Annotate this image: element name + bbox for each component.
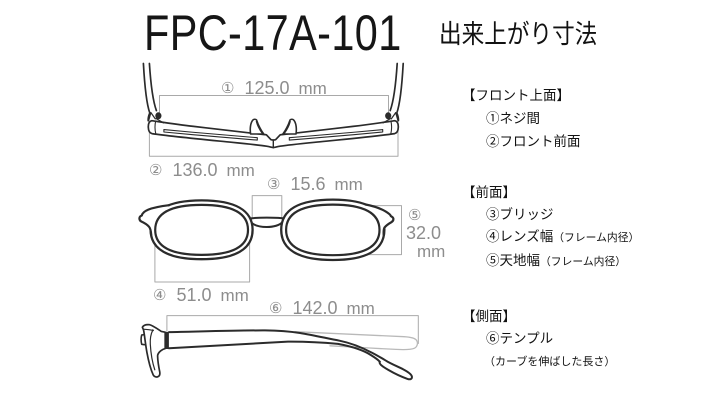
circled-number-4: ④ xyxy=(153,287,167,304)
legend-item-bridge: ③ブリッジ xyxy=(486,207,554,222)
measurement-value-5: 32.0 xyxy=(406,223,442,243)
bridge-top-line xyxy=(246,216,288,220)
legend-heading-side: 【側面】 xyxy=(462,308,516,324)
measurement-unit-2: mm xyxy=(226,161,255,180)
dimension-box-bridge xyxy=(251,195,283,220)
measurement-label-bridge: ③ 15.6 mm xyxy=(267,175,363,195)
measurement-unit-5: mm xyxy=(417,242,446,261)
legend-item-label: ネジ間 xyxy=(499,110,541,126)
dimension-box-temple-length xyxy=(166,315,419,344)
side-nose-pad xyxy=(140,333,146,346)
circled-number-2: ② xyxy=(149,162,163,179)
left-end-piece-fill xyxy=(139,205,169,235)
measurement-label-front-width: ② 136.0 mm xyxy=(149,161,255,181)
top-bar-right-slot xyxy=(288,129,384,141)
right-nose-pad-fin-inner xyxy=(283,120,291,135)
measurement-unit-3: mm xyxy=(334,175,363,194)
measurement-unit-4: mm xyxy=(220,286,249,305)
legend-heading-front: 【前面】 xyxy=(462,184,516,200)
measurement-value-1: 125.0 xyxy=(244,78,290,98)
circled-number-3: ③ xyxy=(267,176,281,193)
measurement-label-temple-length: ⑥ 142.0 mm xyxy=(269,299,375,319)
circled-number-5: ⑤ xyxy=(408,207,422,224)
legend-circled-number-1: ① xyxy=(486,110,500,126)
page-title: FPC-17A-101 xyxy=(144,5,402,61)
top-right-temple xyxy=(389,62,405,122)
top-left-temple xyxy=(142,62,158,122)
circled-number-1: ① xyxy=(221,80,235,97)
measurement-unit-1: mm xyxy=(298,79,327,98)
legend-item-temple: ⑥テンプル xyxy=(486,331,553,346)
legend-item-label: 天地幅 xyxy=(499,252,541,268)
legend-footnote-temple: （カーブを伸ばした長さ） xyxy=(484,355,616,368)
legend-circled-number-4: ④ xyxy=(486,229,500,244)
right-end-piece xyxy=(364,203,395,237)
circled-number-6: ⑥ xyxy=(269,300,283,317)
measurement-label-lens-height: ⑤ 32.0 mm xyxy=(406,206,451,266)
left-hinge-detail xyxy=(148,112,165,124)
side-rim-profile xyxy=(141,323,167,378)
measurement-value-2: 136.0 xyxy=(172,160,218,180)
legend-item-label: ブリッジ xyxy=(499,206,554,222)
left-lens-rim-inner xyxy=(154,203,250,256)
right-hinge-screw xyxy=(385,112,392,120)
legend-item-label: レンズ幅 xyxy=(499,229,554,244)
legend-circled-number-3: ③ xyxy=(486,206,500,222)
legend-item-label: テンプル xyxy=(499,330,554,346)
bridge-bottom-line xyxy=(249,221,284,228)
measurement-label-screw-distance: ① 125.0 mm xyxy=(221,79,327,99)
right-hinge-detail xyxy=(382,112,399,124)
left-hinge-screw xyxy=(155,112,162,120)
legend-heading-front-top: 【フロント上面】 xyxy=(462,88,570,103)
stretched-temple-ghost xyxy=(294,331,419,351)
legend-item-note: （フレーム内径） xyxy=(540,255,627,268)
legend-circled-number-5: ⑤ xyxy=(486,252,500,268)
top-bar-left-slot xyxy=(163,129,258,141)
left-end-piece xyxy=(138,204,171,236)
legend-circled-number-6: ⑥ xyxy=(486,330,500,346)
measurement-value-4: 51.0 xyxy=(176,285,212,305)
dimension-box-lens-width xyxy=(154,227,251,283)
measurement-label-lens-width: ④ 51.0 mm xyxy=(153,286,249,306)
side-rim-top-ledge xyxy=(142,328,155,332)
legend-circled-number-2: ② xyxy=(486,133,500,149)
top-bar-left-end-seam xyxy=(154,120,157,135)
legend-item-screw-distance: ①ネジ間 xyxy=(486,111,540,126)
page-subtitle: 出来上がり寸法 xyxy=(439,19,598,49)
dimension-box-screw-distance xyxy=(159,95,389,115)
right-lens-rim-inner xyxy=(285,203,381,257)
measurement-value-3: 15.6 xyxy=(290,174,326,194)
legend-item-lens-width: ④レンズ幅（フレーム内径） xyxy=(486,229,639,246)
side-rim-inner-line xyxy=(149,329,156,371)
top-view-drawing xyxy=(142,62,405,157)
dimension-box-front-width xyxy=(148,125,399,157)
side-hinge-block xyxy=(165,332,169,349)
legend-item-note: （フレーム内径） xyxy=(553,232,640,244)
front-view-drawing xyxy=(138,195,402,283)
side-view-drawing xyxy=(140,315,419,381)
legend-item-label: フロント前面 xyxy=(499,133,581,149)
top-bar-right-end-seam xyxy=(390,120,393,135)
measurement-value-6: 142.0 xyxy=(292,298,338,318)
legend-item-lens-height: ⑤天地幅（フレーム内径） xyxy=(486,253,626,270)
measurement-unit-6: mm xyxy=(346,299,375,318)
side-temple-arm xyxy=(168,329,413,381)
legend-item-front-face: ②フロント前面 xyxy=(486,134,581,149)
left-nose-pad-fin-inner xyxy=(255,120,264,135)
